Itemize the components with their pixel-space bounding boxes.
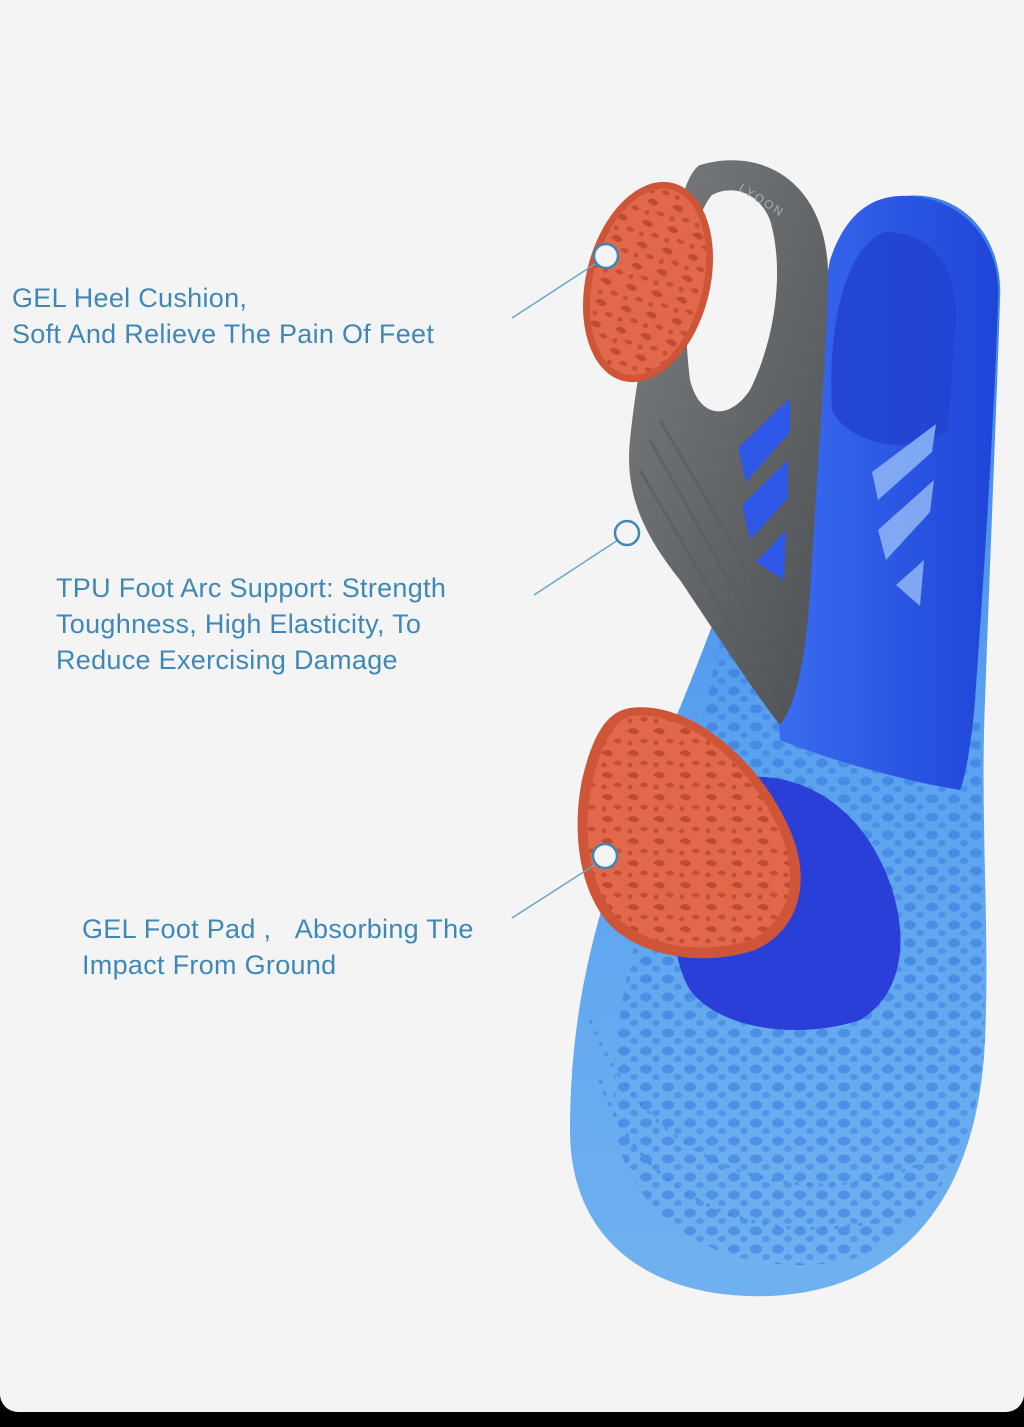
callout-line: GEL Heel Cushion, — [12, 283, 248, 313]
gel-heel-cushion — [582, 181, 714, 383]
callout-foot-pad: GEL Foot Pad , Absorbing The Impact From… — [82, 911, 474, 983]
callout-line: TPU Foot Arc Support: Strength — [56, 573, 447, 603]
callout-line: Soft And Relieve The Pain Of Feet — [12, 319, 435, 349]
marker-arch — [613, 519, 641, 547]
callout-line: Reduce Exercising Damage — [56, 645, 398, 675]
marker-forefoot — [591, 842, 619, 870]
callout-leaders — [511, 242, 641, 919]
callout-line: Toughness, High Elasticity, To — [56, 609, 422, 639]
marker-heel — [592, 242, 620, 270]
gel-foot-pad — [577, 707, 801, 959]
callout-line: Impact From Ground — [82, 950, 337, 980]
callout-arch-support: TPU Foot Arc Support: Strength Toughness… — [56, 570, 446, 678]
callout-heel-cushion: GEL Heel Cushion, Soft And Relieve The P… — [12, 280, 434, 352]
callout-line: GEL Foot Pad , Absorbing The — [82, 914, 474, 944]
blue-heel-shell — [778, 195, 999, 790]
